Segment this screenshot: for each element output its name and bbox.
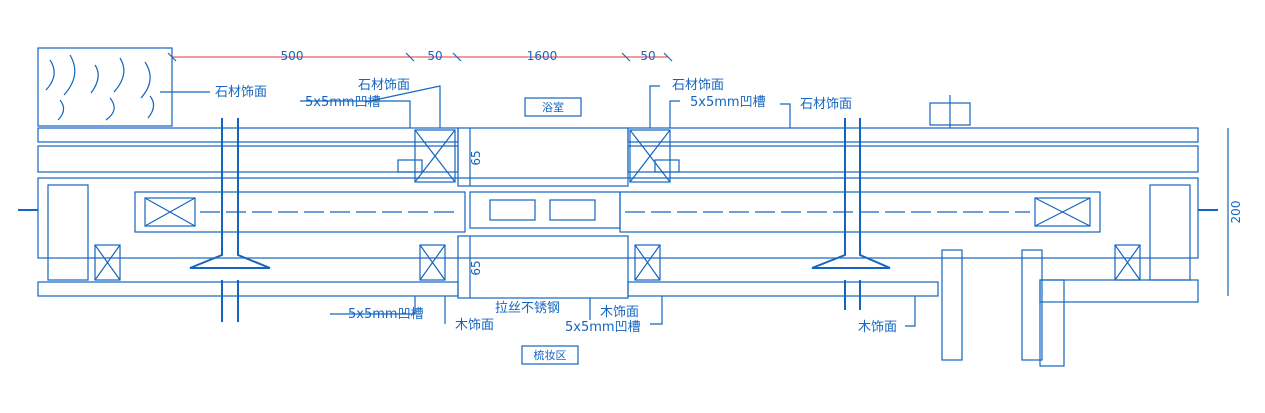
room-bathroom: 浴室 (542, 100, 564, 114)
label-groove-top-right: 5x5mm凹槽 (690, 95, 766, 110)
label-groove-bottom-right: 5x5mm凹槽 (565, 320, 641, 335)
stone-wall (37, 47, 173, 127)
stone-strip-right (627, 127, 1199, 143)
room-vanity-box (521, 345, 579, 365)
dim-200: 200 (1229, 201, 1243, 224)
label-wood-finish-left: 木饰面 (455, 318, 494, 333)
label-brushed-steel: 拉丝不锈钢 (495, 301, 560, 316)
mortar-layer-right (627, 145, 1199, 173)
central-frame (397, 127, 680, 299)
lower-strip-right (627, 281, 939, 297)
mortar-layer-left (37, 145, 459, 173)
dim-500: 500 (281, 49, 304, 63)
dim-65-bottom: 65 (469, 260, 483, 275)
side-structures (47, 95, 1199, 367)
leader-lines (160, 85, 916, 327)
dim-1600: 1600 (527, 49, 558, 63)
dim-50-left: 50 (427, 49, 442, 63)
label-wood-finish-center: 木饰面 (600, 305, 639, 320)
lower-strip-left (37, 281, 459, 297)
stone-strip-left (37, 127, 459, 143)
room-vanity: 梳妆区 (534, 348, 567, 362)
label-groove-top-left: 5x5mm凹槽 (305, 95, 381, 110)
dim-65-top: 65 (469, 150, 483, 165)
label-stone-finish-right: 石材饰面 (800, 97, 852, 112)
label-wood-finish-right: 木饰面 (858, 320, 897, 335)
label-stone-finish-center-right: 石材饰面 (672, 78, 724, 93)
label-groove-bottom-left: 5x5mm凹槽 (348, 307, 424, 322)
top-dimension-line (167, 52, 673, 62)
label-stone-finish-center-left: 石材饰面 (358, 78, 410, 93)
room-bathroom-box (524, 97, 582, 117)
columns (18, 118, 1218, 322)
label-stone-finish-left: 石材饰面 (215, 85, 267, 100)
middle-band (37, 177, 1199, 259)
dim-50-right: 50 (640, 49, 655, 63)
